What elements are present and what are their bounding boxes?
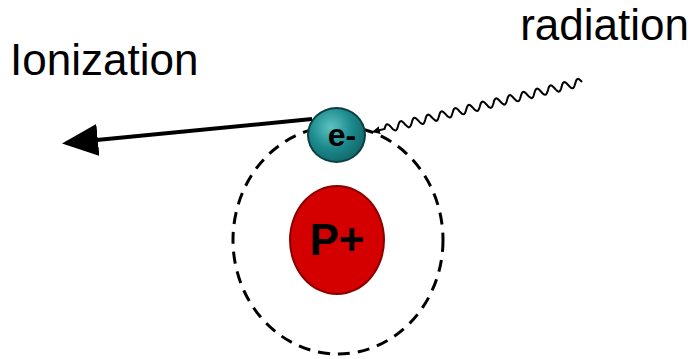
proton-circle: P+	[289, 185, 385, 295]
electron-circle: e-	[307, 107, 366, 163]
process-label: Ionization	[10, 36, 198, 84]
node-label: e-	[328, 117, 356, 154]
radiation-wave	[374, 79, 582, 132]
ionization-arrow	[66, 119, 312, 143]
node-label: P+	[309, 215, 364, 265]
radiation-label: radiation	[520, 1, 689, 49]
